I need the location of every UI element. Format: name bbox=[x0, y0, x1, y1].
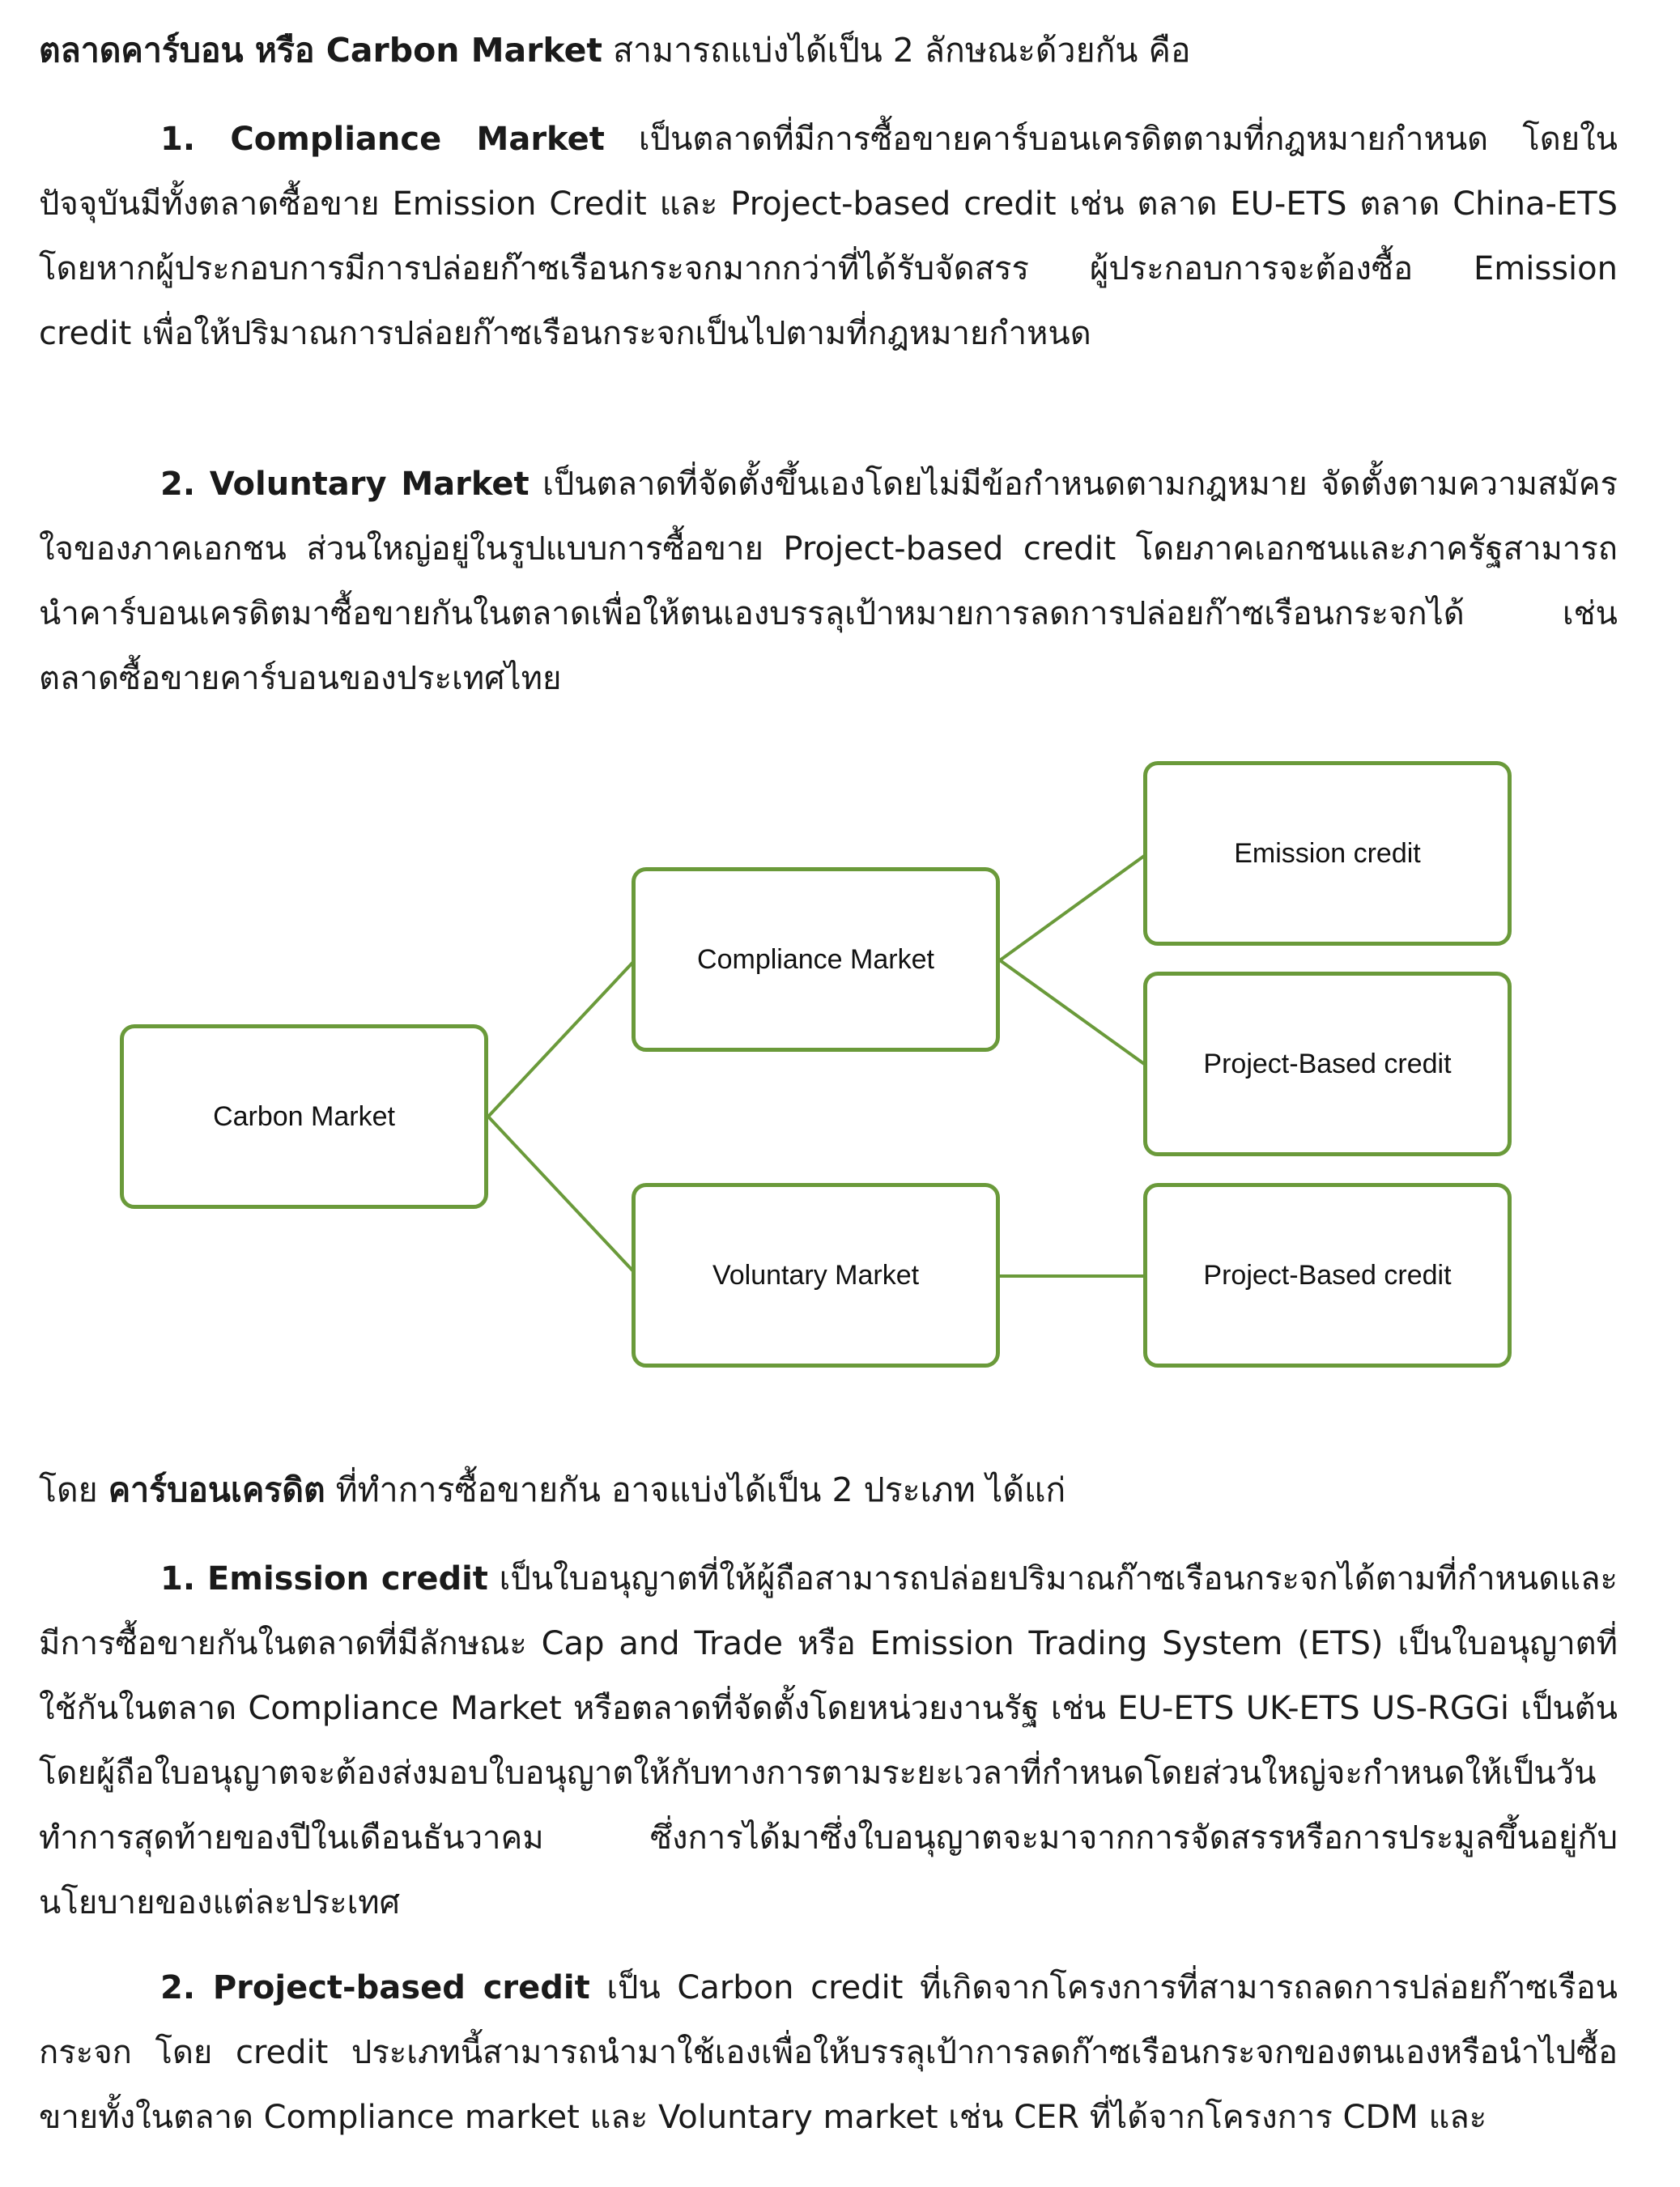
credits-intro-pre: โดย bbox=[39, 1470, 108, 1509]
connector-root-compliance bbox=[487, 959, 636, 1118]
project-based-credit-heading: 2. Project-based credit bbox=[160, 1969, 590, 2006]
project-based-credit-label: Project-Based credit bbox=[1203, 1259, 1452, 1291]
voluntary-market-text: เป็นตลาดที่จัดตั้งขึ้นเองโดยไม่มีข้อกำหน… bbox=[39, 466, 1618, 697]
compliance-market-label: Compliance Market bbox=[697, 943, 934, 975]
carbon-credit-intro-line: โดย คาร์บอนเครดิต ที่ทำการซื้อขายกัน อาจ… bbox=[39, 1457, 1618, 1522]
emission-credit-paragraph: 1. Emission credit เป็นใบอนุญาตที่ให้ผู้… bbox=[39, 1547, 1618, 1935]
connector-compliance-project bbox=[998, 959, 1148, 1067]
compliance-market-paragraph: 1. Compliance Market เป็นตลาดที่มีการซื้… bbox=[39, 107, 1618, 366]
voluntary-market-label: Voluntary Market bbox=[712, 1259, 920, 1291]
emission-credit-text: เป็นใบอนุญาตที่ให้ผู้ถือสามารถปล่อยปริมา… bbox=[39, 1560, 1618, 1921]
connector-root-voluntary bbox=[487, 1115, 636, 1274]
carbon-market-label: Carbon Market bbox=[213, 1100, 395, 1132]
intro-rest: สามารถแบ่งได้เป็น 2 ลักษณะด้วยกัน คือ bbox=[602, 31, 1191, 70]
compliance-market-node: Compliance Market bbox=[632, 867, 1000, 1052]
project-based-credit-label: Project-Based credit bbox=[1203, 1048, 1452, 1079]
project-based-credit-node-compliance: Project-Based credit bbox=[1143, 972, 1512, 1156]
emission-credit-label: Emission credit bbox=[1234, 837, 1421, 869]
intro-line: ตลาดคาร์บอน หรือ Carbon Market สามารถแบ่… bbox=[39, 18, 1618, 83]
credits-intro-bold: คาร์บอนเครดิต bbox=[108, 1470, 325, 1509]
project-based-credit-text: เป็น Carbon credit ที่เกิดจากโครงการที่ส… bbox=[39, 1969, 1618, 2136]
voluntary-market-heading: 2. Voluntary Market bbox=[160, 466, 530, 503]
emission-credit-heading: 1. Emission credit bbox=[160, 1560, 488, 1598]
compliance-market-heading: 1. Compliance Market bbox=[160, 121, 605, 158]
carbon-market-node: Carbon Market bbox=[120, 1024, 488, 1209]
compliance-market-text: เป็นตลาดที่มีการซื้อขายคาร์บอนเครดิตตามท… bbox=[39, 121, 1618, 352]
project-based-credit-node-voluntary: Project-Based credit bbox=[1143, 1183, 1512, 1368]
credits-intro-rest: ที่ทำการซื้อขายกัน อาจแบ่งได้เป็น 2 ประเ… bbox=[325, 1470, 1066, 1509]
intro-bold: ตลาดคาร์บอน หรือ Carbon Market bbox=[39, 31, 602, 70]
project-based-credit-paragraph: 2. Project-based credit เป็น Carbon cred… bbox=[39, 1955, 1618, 2150]
connector-compliance-emission bbox=[998, 853, 1148, 962]
emission-credit-node: Emission credit bbox=[1143, 761, 1512, 946]
voluntary-market-paragraph: 2. Voluntary Market เป็นตลาดที่จัดตั้งขึ… bbox=[39, 452, 1618, 711]
voluntary-market-node: Voluntary Market bbox=[632, 1183, 1000, 1368]
